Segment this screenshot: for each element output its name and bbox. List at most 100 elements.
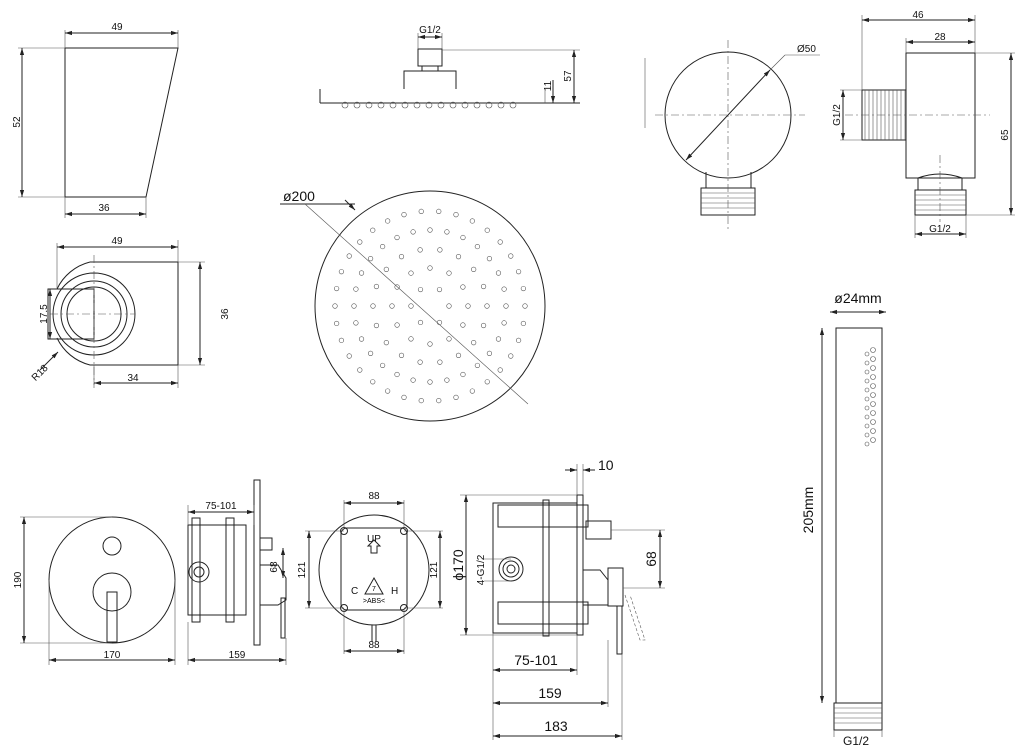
nozzle	[408, 303, 414, 309]
nozzle	[357, 239, 363, 245]
nozzle	[370, 379, 376, 385]
nozzle	[389, 303, 395, 309]
overhead-shower-side-view: G1/2 57 11	[319, 25, 580, 109]
nozzle	[864, 414, 870, 420]
valve-side-view-large: 10 ϕ170 4-G1/2 68 75-101 159 183	[450, 457, 665, 740]
nozzle	[870, 392, 876, 398]
wall-elbow-front-view: Ø50	[644, 40, 820, 230]
nozzle	[383, 340, 389, 346]
nozzle	[338, 269, 345, 275]
nozzle	[353, 320, 359, 326]
nozzle	[864, 423, 870, 429]
nozzle	[394, 322, 400, 328]
nozzle	[485, 101, 493, 109]
dim-thread: G1/2	[419, 25, 441, 36]
nozzle	[444, 377, 450, 383]
dim-height: 52	[12, 116, 23, 128]
nozzle	[383, 266, 389, 272]
dim-thread-in: G1/2	[832, 104, 843, 126]
dim-diameter: Ø50	[797, 44, 816, 55]
nozzle	[864, 360, 870, 366]
nozzle	[444, 229, 450, 235]
nozzle	[486, 350, 493, 356]
nozzle	[417, 286, 424, 293]
nozzle	[522, 303, 528, 309]
nozzle	[367, 350, 374, 356]
nozzle	[501, 320, 507, 326]
nozzle	[417, 319, 424, 326]
nozzle	[380, 243, 386, 250]
dim-diameter: ø24mm	[834, 290, 881, 306]
nozzle	[460, 322, 466, 328]
nozzle	[446, 336, 452, 342]
nozzle	[870, 419, 876, 425]
nozzle	[334, 320, 340, 327]
label-cold: C	[351, 586, 358, 597]
dim-length-1: 159	[538, 685, 562, 701]
recycle-icon	[364, 576, 384, 595]
dim-plate: 10	[598, 457, 614, 473]
valve-side-view-small: 75-101 68 159	[187, 479, 287, 665]
nozzle	[486, 256, 493, 262]
dim-height: 190	[13, 571, 24, 588]
nozzle	[385, 388, 391, 394]
dim-offset: 34	[127, 373, 139, 384]
nozzle	[870, 374, 876, 380]
dim-plate: 11	[543, 80, 554, 91]
nozzle	[436, 286, 443, 293]
nozzle	[508, 253, 514, 259]
nozzle	[460, 234, 466, 241]
dim-diameter: ø200	[283, 188, 315, 204]
nozzle	[377, 101, 385, 109]
nozzle	[418, 208, 424, 215]
nozzle	[373, 283, 380, 290]
nozzle	[351, 303, 357, 309]
nozzle	[465, 303, 471, 309]
nozzle	[864, 378, 870, 384]
nozzle	[455, 352, 462, 358]
nozzle	[425, 101, 433, 109]
label-hot: H	[391, 586, 398, 597]
nozzle	[437, 101, 445, 109]
nozzle	[346, 353, 352, 359]
dim-depth: 75-101	[205, 501, 237, 512]
nozzle	[427, 341, 433, 347]
dim-length-2: 183	[544, 718, 568, 734]
nozzle	[864, 396, 870, 402]
nozzle	[398, 254, 405, 260]
nozzle-row	[341, 101, 517, 109]
nozzle	[870, 401, 876, 407]
nozzle	[460, 371, 466, 378]
nozzle	[453, 212, 459, 218]
nozzle	[495, 336, 502, 342]
nozzle	[346, 253, 352, 259]
nozzle	[508, 353, 514, 359]
nozzle	[394, 371, 400, 378]
nozzle	[484, 303, 490, 309]
nozzle	[427, 265, 433, 271]
wall-holder-top-view: 49 17.5 36 34 R18	[30, 236, 231, 388]
hand-nozzles	[864, 347, 876, 447]
mounting-box-front-view: UP C H 7 >ABS< 88 121 121 88	[297, 491, 443, 654]
nozzle	[497, 101, 505, 109]
dim-height: 57	[563, 70, 574, 82]
dim-total: 159	[229, 650, 246, 661]
nozzle	[870, 428, 876, 434]
nozzle	[358, 336, 365, 342]
nozzle	[515, 337, 522, 343]
hand-shower: ø24mm 205mm G1/2	[800, 290, 886, 748]
dim-depth: 46	[912, 10, 924, 21]
nozzle	[401, 101, 409, 109]
nozzle	[455, 254, 462, 260]
nozzle	[497, 367, 503, 373]
dim-ports: 4-G1/2	[476, 554, 487, 585]
overhead-shower-plan-view: ø200	[280, 188, 546, 422]
dim-width: 170	[104, 650, 121, 661]
nozzle	[410, 377, 416, 383]
nozzle	[436, 397, 442, 404]
nozzle	[401, 394, 407, 400]
wall-elbow-side-view: 46 28 G1/2 65 G1/2	[832, 10, 1015, 238]
dim-outlet: 68	[643, 551, 659, 567]
nozzle	[334, 285, 340, 292]
